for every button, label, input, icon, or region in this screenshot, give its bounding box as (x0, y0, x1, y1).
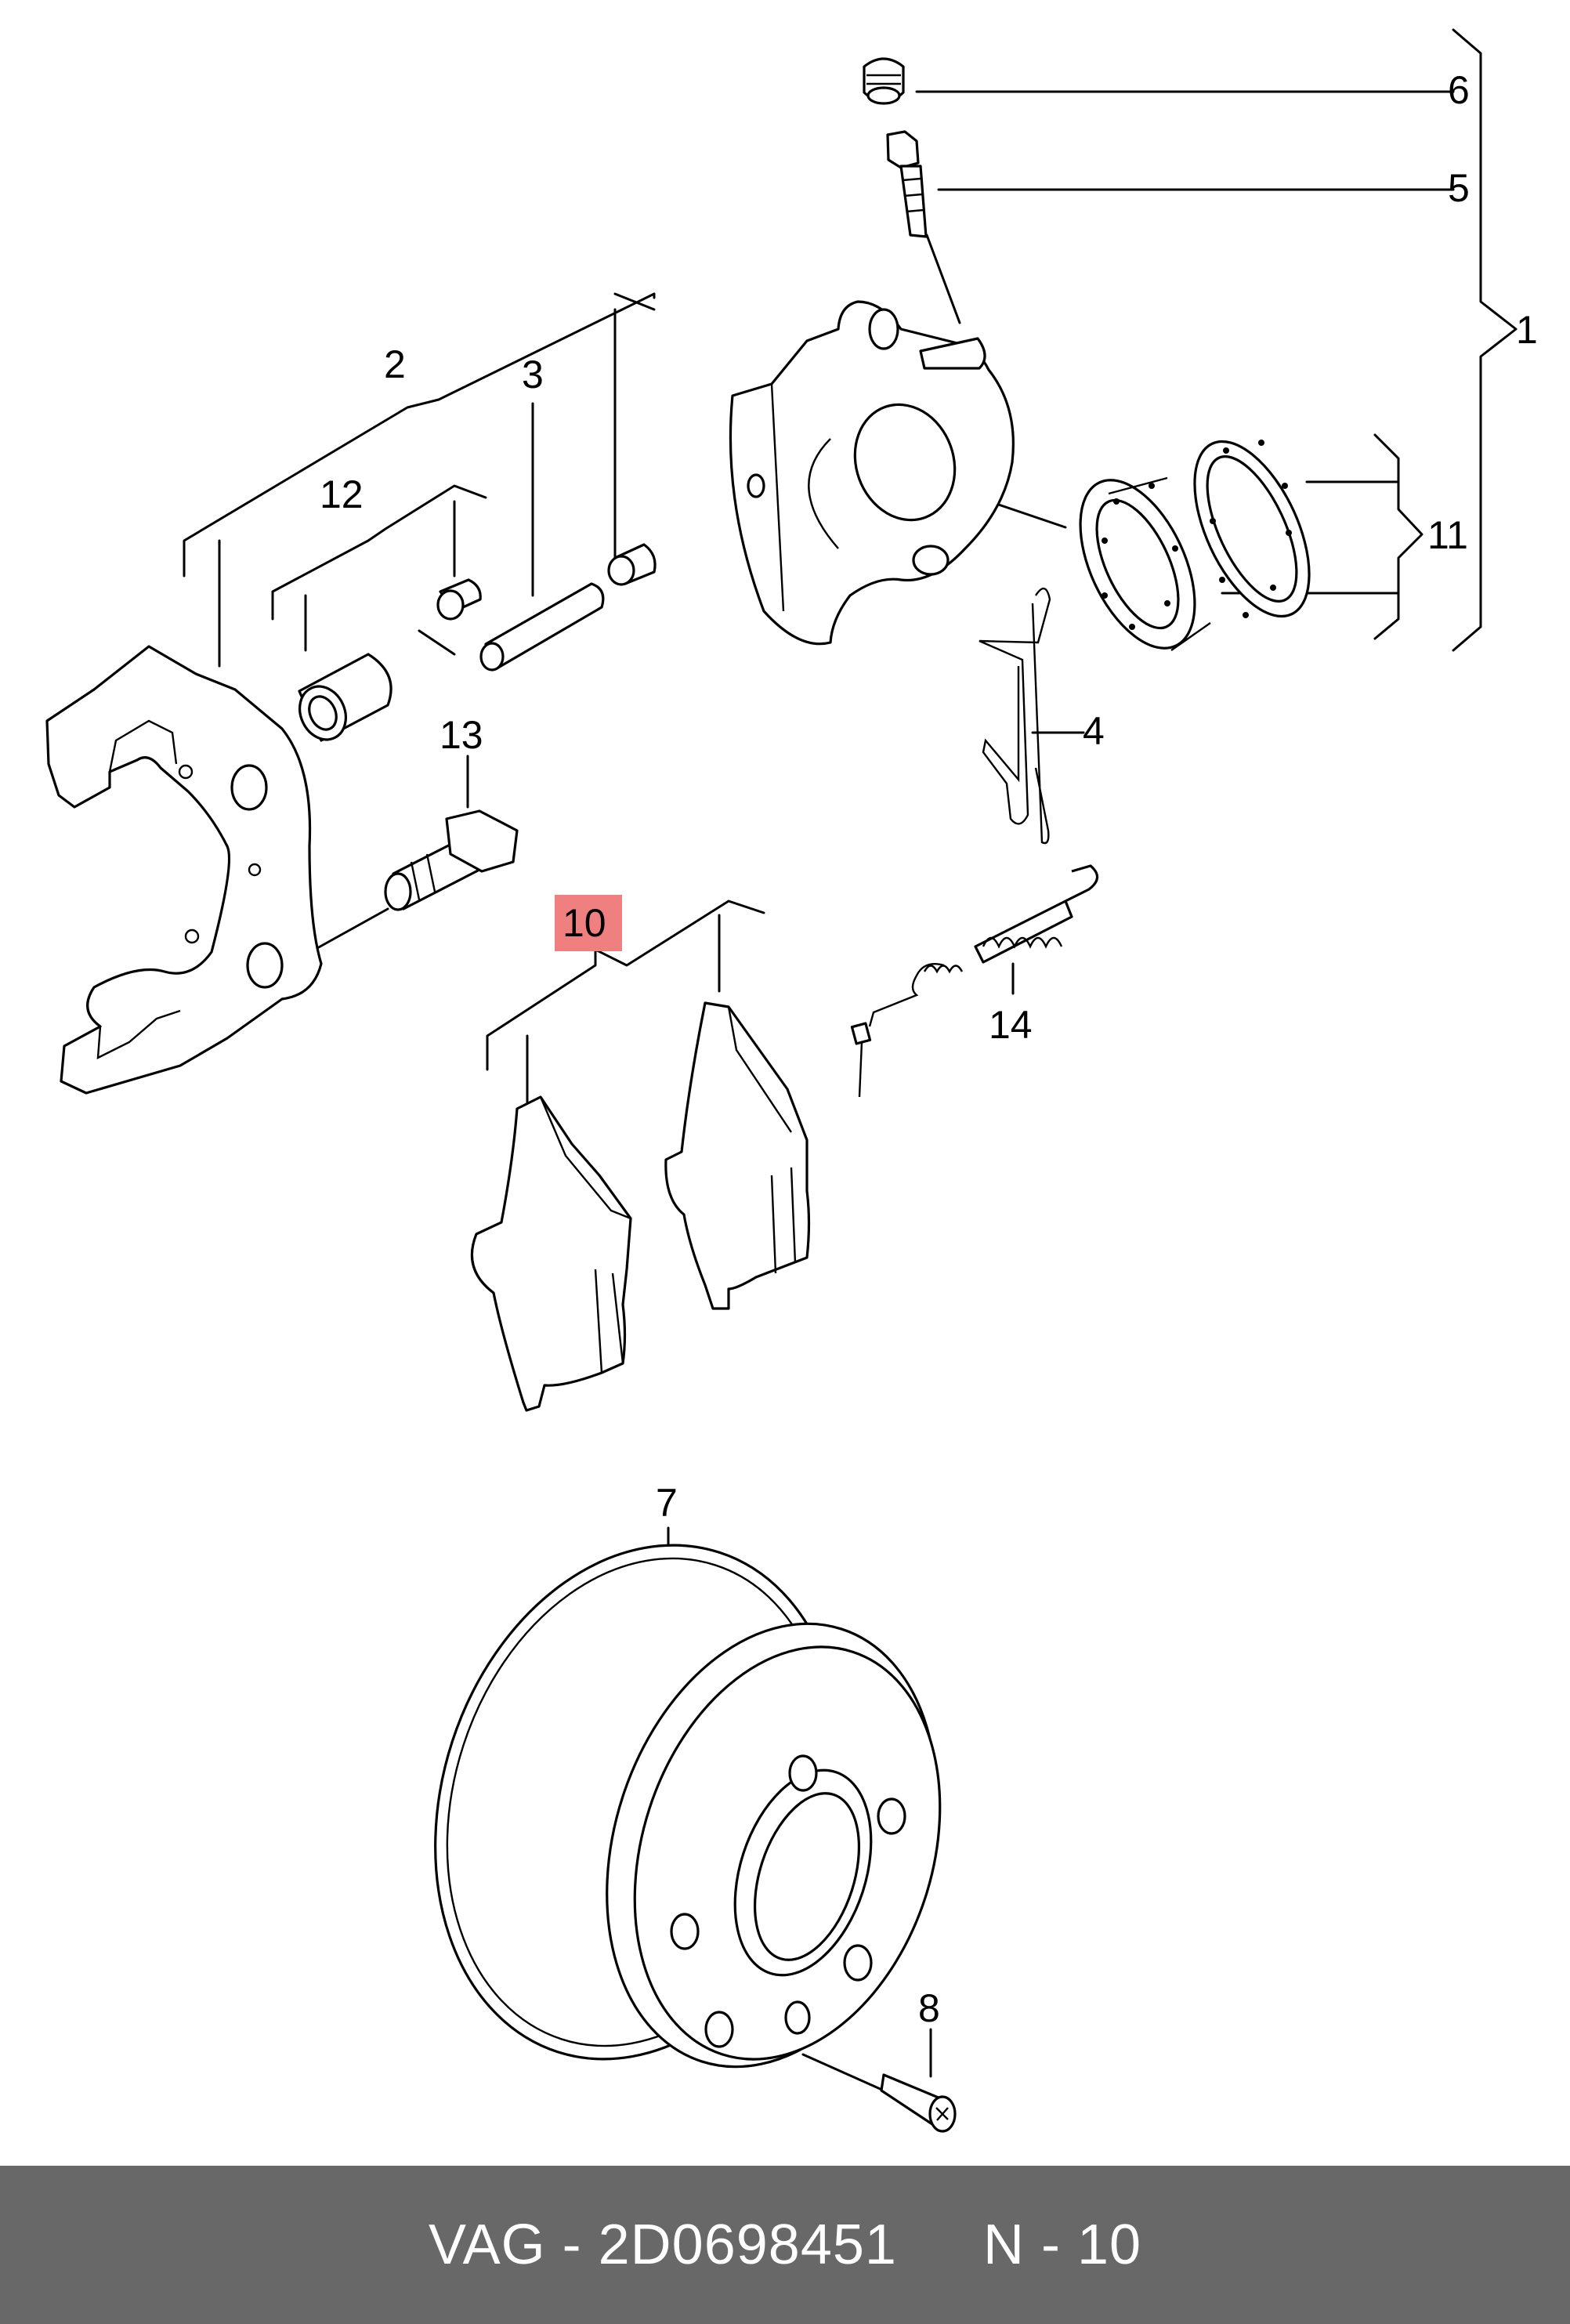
callout-14: 14 (989, 1003, 1033, 1047)
part-number-label: VAG - 2D0698451 (428, 2214, 897, 2276)
caliper-bracket-part (45, 645, 323, 1095)
guide-pin-part (479, 543, 657, 671)
piston-seal-part (1079, 440, 1311, 651)
callout-10-highlight: 10 (555, 895, 622, 951)
bleeder-cap-part (863, 57, 905, 105)
disc-screw-part (880, 2073, 957, 2133)
brake-exploded-diagram: 6 5 1 2 3 12 11 4 13 10 14 7 8 (45, 28, 1538, 2133)
spring-clip-part (979, 588, 1051, 845)
caliper-housing-part (729, 300, 1015, 646)
callout-7: 7 (656, 1481, 678, 1525)
callout-13: 13 (440, 713, 483, 757)
callout-10: 10 (563, 901, 606, 945)
brake-disc-part (434, 1544, 942, 2069)
brake-pads-part (470, 1001, 811, 1412)
bracket-bolt-part (384, 809, 519, 911)
bleeder-valve-part (886, 130, 928, 238)
callout-labels: 6 5 1 2 3 12 11 4 13 10 14 7 8 (320, 68, 1538, 2030)
leader-lines (183, 28, 1518, 2092)
callout-2: 2 (384, 342, 406, 386)
callout-5: 5 (1448, 166, 1470, 210)
callout-3: 3 (522, 353, 544, 396)
callout-6: 6 (1448, 68, 1470, 112)
seal-dots (1102, 440, 1292, 630)
guide-bushing-part (298, 578, 482, 742)
callout-12: 12 (320, 472, 364, 516)
position-label: N - 10 (982, 2214, 1142, 2276)
callout-4: 4 (1083, 709, 1105, 753)
callout-1: 1 (1516, 308, 1538, 352)
wear-sensor-part (850, 864, 1099, 1098)
callout-8: 8 (918, 1986, 940, 2030)
highlight-box (555, 895, 622, 951)
footer-bar: VAG - 2D0698451 N - 10 (0, 2166, 1570, 2324)
callout-11: 11 (1427, 513, 1468, 557)
